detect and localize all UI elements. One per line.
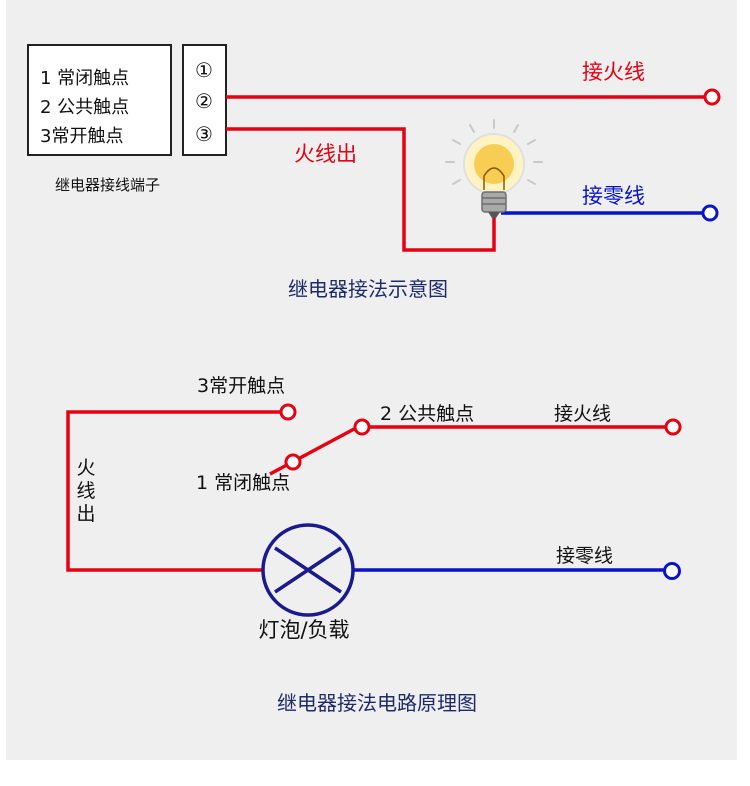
common-contact-label: 2 公共触点 (380, 403, 474, 425)
switch-arm (269, 426, 357, 476)
nc-contact-label: 1 常闭触点 (196, 472, 290, 494)
terminal-number-2: ② (195, 89, 213, 113)
bottom-diagram-caption: 继电器接法电路原理图 (277, 691, 477, 715)
lamp-symbol (261, 523, 355, 617)
fire-out-char-3: 出 (76, 503, 95, 525)
live-terminal-bottom (664, 418, 682, 436)
light-bulb-icon (445, 119, 543, 218)
nc-contact-terminal (284, 453, 302, 471)
terminal-number-box (182, 44, 227, 156)
live-terminal-top (703, 88, 721, 106)
fire-out-wire-top (226, 127, 496, 252)
fire-out-char-2: 线 (76, 480, 95, 502)
neutral-label-bottom: 接零线 (556, 545, 613, 567)
terminal-label-no: 3常开触点 (40, 126, 123, 147)
top-diagram-caption: 继电器接法示意图 (288, 277, 448, 301)
no-contact-label: 3常开触点 (197, 375, 285, 397)
terminal-number-1: ① (195, 58, 213, 82)
live-label-bottom: 接火线 (554, 403, 611, 425)
terminal-label-common: 2 公共触点 (40, 97, 129, 118)
terminal-number-3: ③ (195, 122, 213, 146)
fire-out-label-top: 火线出 (294, 142, 357, 166)
fire-out-wire-bottom (66, 410, 280, 572)
no-contact-terminal (279, 403, 297, 421)
relay-terminal-block: 1 常闭触点 2 公共触点 3常开触点 ① ② ③ 继电器接线端子 (27, 44, 227, 194)
terminal-caption: 继电器接线端子 (55, 176, 160, 194)
live-label-top: 接火线 (582, 60, 645, 84)
terminal-label-box (27, 44, 172, 156)
common-contact-terminal (353, 418, 371, 436)
neutral-terminal-top (701, 204, 719, 222)
terminal-label-nc: 1 常闭触点 (40, 68, 129, 89)
neutral-terminal-bottom (663, 562, 681, 580)
fire-out-char-1: 火 (76, 457, 95, 479)
lamp-label: 灯泡/负载 (258, 618, 349, 642)
neutral-label-top: 接零线 (582, 184, 645, 208)
